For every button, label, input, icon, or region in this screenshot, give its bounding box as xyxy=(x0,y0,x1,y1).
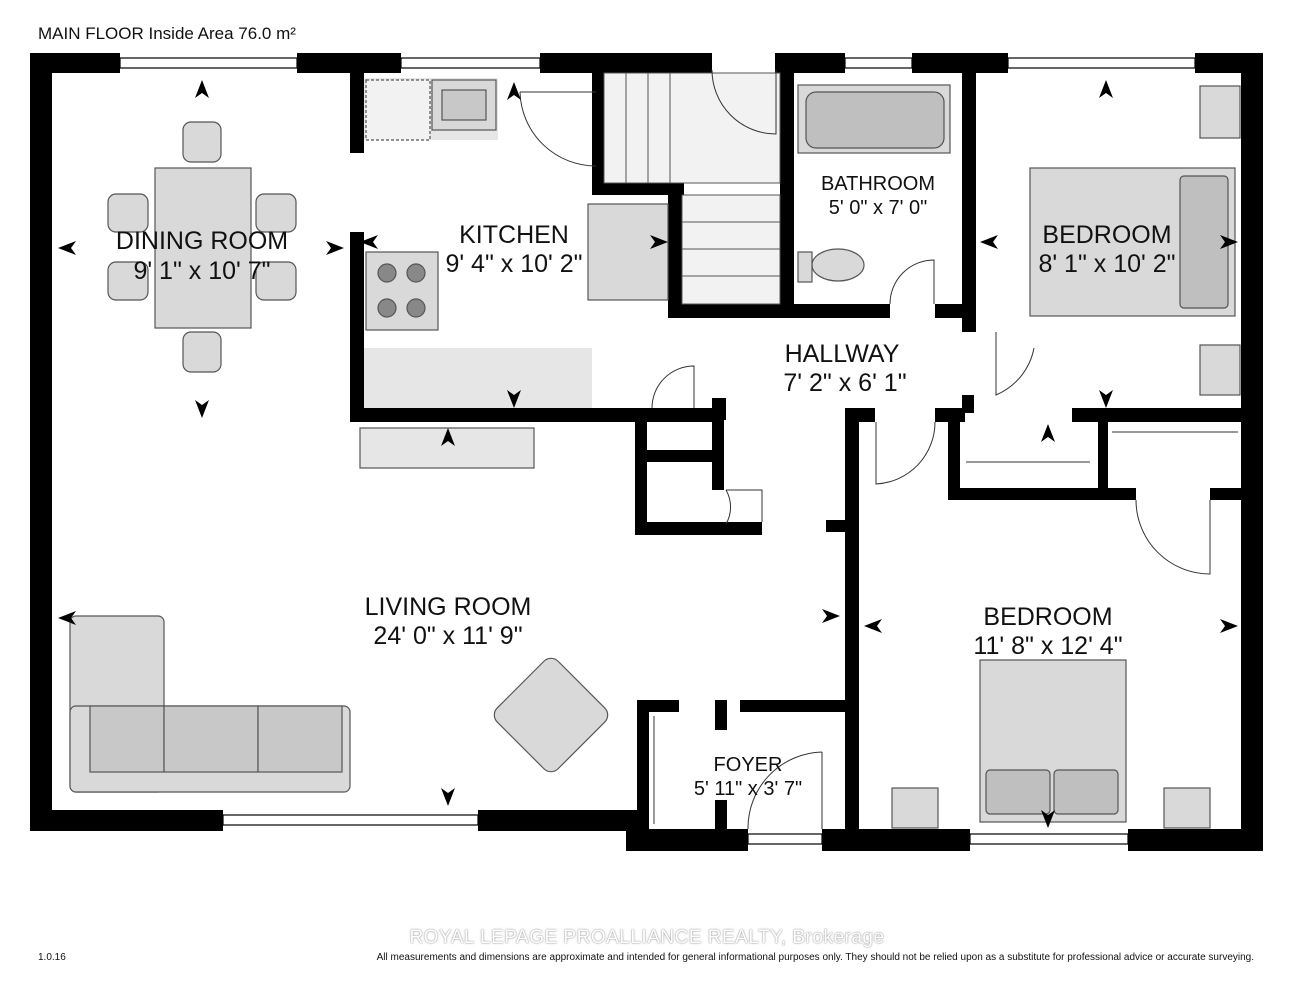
hallway-name: HALLWAY xyxy=(785,340,900,368)
bedroom-1-name: BEDROOM xyxy=(1042,221,1171,249)
brokerage-watermark: ROYAL LEPAGE PROALLIANCE REALTY, Brokera… xyxy=(409,927,885,948)
windows xyxy=(119,57,1196,845)
dining-room-dims: 9' 1" x 10' 7" xyxy=(133,257,270,285)
bedroom-2-dims: 11' 8" x 12' 4" xyxy=(973,632,1122,660)
hallway-dims: 7' 2" x 6' 1" xyxy=(783,369,906,397)
walls xyxy=(30,53,1263,851)
plan-title: MAIN FLOOR Inside Area 76.0 m² xyxy=(38,24,296,43)
stairs xyxy=(603,72,781,305)
direction-arrows xyxy=(58,80,1238,828)
fixtures xyxy=(69,78,1241,829)
living-room-name: LIVING ROOM xyxy=(365,593,532,621)
door-swings xyxy=(519,69,1211,830)
closet-rods xyxy=(653,431,1238,824)
version-label: 1.0.16 xyxy=(38,952,66,963)
room-labels: DINING ROOM 9' 1" x 10' 7" KITCHEN 9' 4"… xyxy=(116,173,1176,800)
bedroom-2-name: BEDROOM xyxy=(983,603,1112,631)
disclaimer-text: All measurements and dimensions are appr… xyxy=(376,952,1254,963)
bathroom-dims: 5' 0" x 7' 0" xyxy=(829,197,928,219)
foyer-name: FOYER xyxy=(714,754,783,776)
living-room-dims: 24' 0" x 11' 9" xyxy=(373,622,522,650)
bedroom-1-dims: 8' 1" x 10' 2" xyxy=(1038,250,1175,278)
dining-room-name: DINING ROOM xyxy=(116,227,288,255)
bathroom-name: BATHROOM xyxy=(821,173,935,195)
foyer-dims: 5' 11" x 3' 7" xyxy=(694,778,802,800)
kitchen-name: KITCHEN xyxy=(459,221,569,249)
kitchen-dims: 9' 4" x 10' 2" xyxy=(445,250,582,278)
